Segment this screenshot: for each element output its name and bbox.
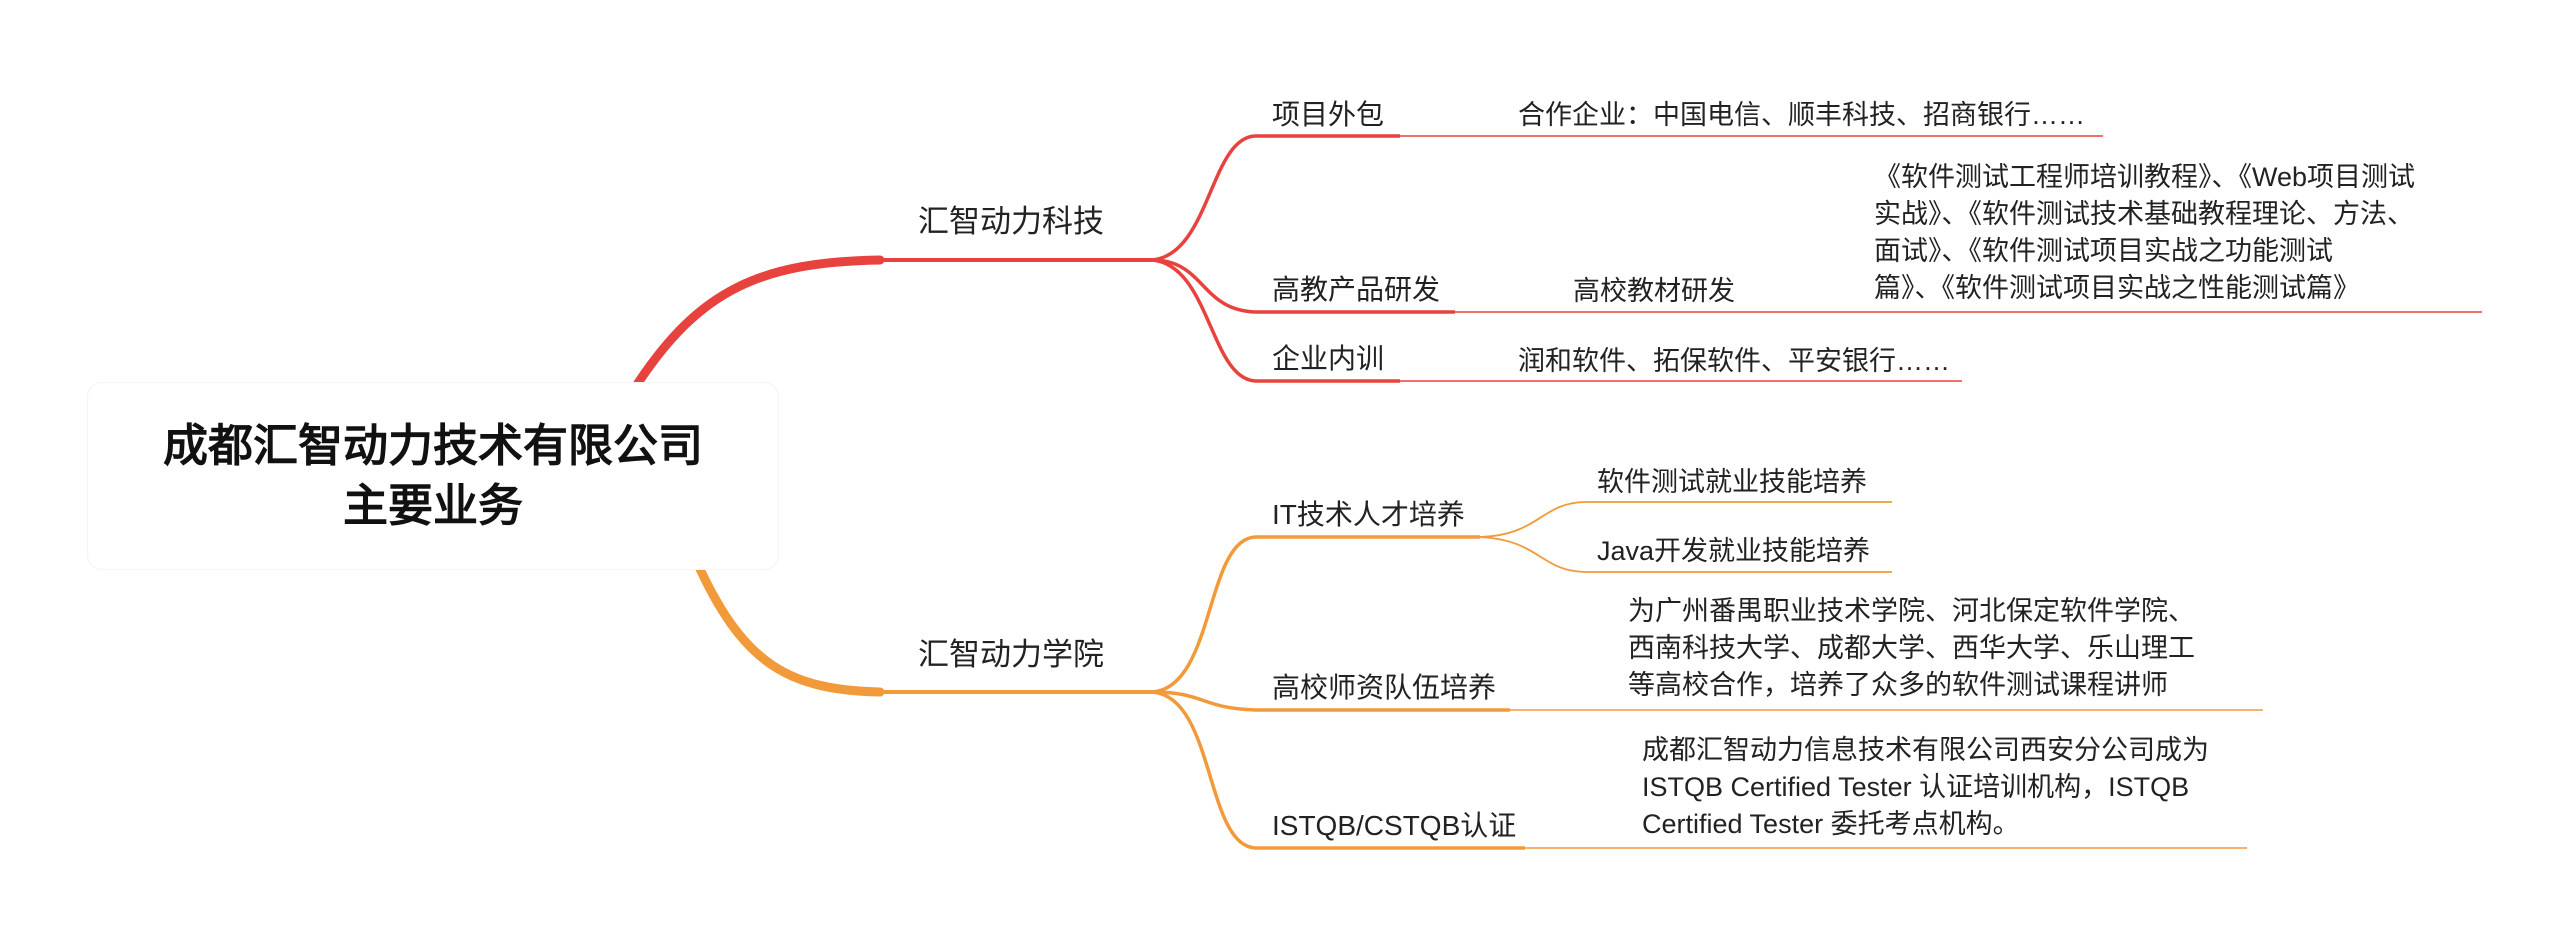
istqb-line-2: ISTQB Certified Tester 认证培训机构，ISTQB xyxy=(1642,772,2190,802)
node-higher-ed[interactable]: 高教产品研发 xyxy=(1272,274,1441,305)
textbooks-line-2: 实战》、《软件测试技术基础教程理论、方法、 xyxy=(1874,199,2414,229)
connector-skill-java xyxy=(1479,536,1586,573)
teachers-line-3: 等高校合作，培养了众多的软件测试课程讲师 xyxy=(1628,670,2168,700)
teachers-line-1: 为广州番禺职业技术学院、河北保定软件学院、 xyxy=(1628,596,2195,626)
textbooks-line-4: 篇》、《软件测试项目实战之性能测试篇》 xyxy=(1874,273,2360,303)
connector-skill-test xyxy=(1479,501,1586,538)
istqb-line-1: 成都汇智动力信息技术有限公司西安分公司成为 xyxy=(1642,735,2209,765)
node-outsourcing-detail[interactable]: 合作企业：中国电信、顺丰科技、招商银行…… xyxy=(1518,100,2085,130)
node-skill-java[interactable]: Java开发就业技能培养 xyxy=(1597,536,1871,566)
node-higher-ed-sub[interactable]: 高校教材研发 xyxy=(1573,276,1735,306)
root-node[interactable]: 成都汇智动力技术有限公司 主要业务 xyxy=(88,383,778,569)
node-textbooks-detail[interactable]: 《软件测试工程师培训教程》、《Web项目测试 实战》、《软件测试技术基础教程理论… xyxy=(1874,159,2415,307)
node-teachers-detail[interactable]: 为广州番禺职业技术学院、河北保定软件学院、 西南科技大学、成都大学、西华大学、乐… xyxy=(1628,593,2195,704)
istqb-line-3: Certified Tester 委托考点机构。 xyxy=(1642,809,2020,839)
node-tech[interactable]: 汇智动力科技 xyxy=(918,204,1104,239)
textbooks-line-1: 《软件测试工程师培训教程》、《Web项目测试 xyxy=(1874,162,2416,192)
connector-higher-ed xyxy=(1151,258,1256,314)
root-title-line-2: 主要业务 xyxy=(342,479,523,532)
connector-outsourcing xyxy=(1151,134,1256,262)
node-skill-test[interactable]: 软件测试就业技能培养 xyxy=(1597,467,1867,497)
node-outsourcing[interactable]: 项目外包 xyxy=(1272,99,1385,130)
connector-internal-training xyxy=(1151,258,1256,383)
node-istqb-detail[interactable]: 成都汇智动力信息技术有限公司西安分公司成为 ISTQB Certified Te… xyxy=(1642,732,2209,843)
node-internal-detail[interactable]: 润和软件、拓保软件、平安银行…… xyxy=(1518,346,1950,376)
node-it-talent[interactable]: IT技术人才培养 xyxy=(1272,499,1465,530)
node-academy[interactable]: 汇智动力学院 xyxy=(918,637,1104,672)
connector-teachers xyxy=(1151,690,1256,712)
connector-it-talent xyxy=(1151,535,1256,694)
node-internal-training[interactable]: 企业内训 xyxy=(1272,343,1385,374)
textbooks-line-3: 面试》、《软件测试项目实战之功能测试 xyxy=(1874,236,2333,266)
node-teachers[interactable]: 高校师资队伍培养 xyxy=(1272,672,1497,703)
node-istqb[interactable]: ISTQB/CSTQB认证 xyxy=(1272,810,1517,841)
connector-root-academy xyxy=(695,564,885,697)
connector-root-tech xyxy=(633,255,885,388)
root-title-line-1: 成都汇智动力技术有限公司 xyxy=(162,419,703,472)
connector-istqb xyxy=(1151,690,1256,850)
teachers-line-2: 西南科技大学、成都大学、西华大学、乐山理工 xyxy=(1628,633,2195,663)
